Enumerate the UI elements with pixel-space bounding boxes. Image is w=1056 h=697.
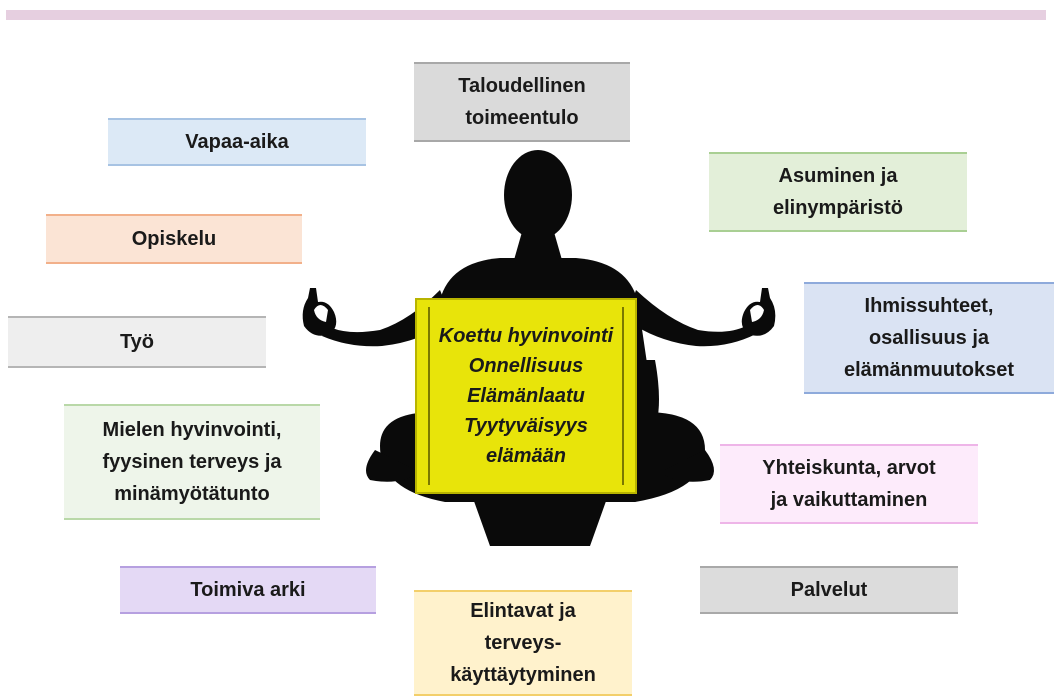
box-tyo: Työ [8,316,266,368]
box-mielen-hyvinvointi: Mielen hyvinvointi, fyysinen terveys ja … [64,404,320,520]
box-toimiva-arki: Toimiva arki [120,566,376,614]
center-line-satisfaction: Tyytyväisyys [464,415,588,437]
box-asuminen-ja-elinymparisto: Asuminen ja elinympäristö [709,152,967,232]
box-opiskelu: Opiskelu [46,214,302,264]
box-yhteiskunta-arvot: Yhteiskunta, arvot ja vaikuttaminen [720,444,978,524]
top-divider [6,10,1046,20]
box-elintavat-ja-terveyskayttaytyminen: Elintavat ja terveys- käyttäytyminen [414,590,632,696]
center-line-with-life: elämään [485,445,567,467]
center-text-frame: Koettu hyvinvointi Onnellisuus Elämänlaa… [428,307,624,485]
center-line-quality-of-life: Elämänlaatu [467,385,585,407]
center-line-experienced-wellbeing: Koettu hyvinvointi [438,325,614,347]
center-line-happiness: Onnellisuus [468,355,584,377]
center-wellbeing-box: Koettu hyvinvointi Onnellisuus Elämänlaa… [415,298,637,494]
box-vapaa-aika: Vapaa-aika [108,118,366,166]
box-ihmissuhteet: Ihmissuhteet, osallisuus ja elämänmuutok… [804,282,1054,394]
box-palvelut: Palvelut [700,566,958,614]
box-taloudellinen-toimeentulo: Taloudellinen toimeentulo [414,62,630,142]
